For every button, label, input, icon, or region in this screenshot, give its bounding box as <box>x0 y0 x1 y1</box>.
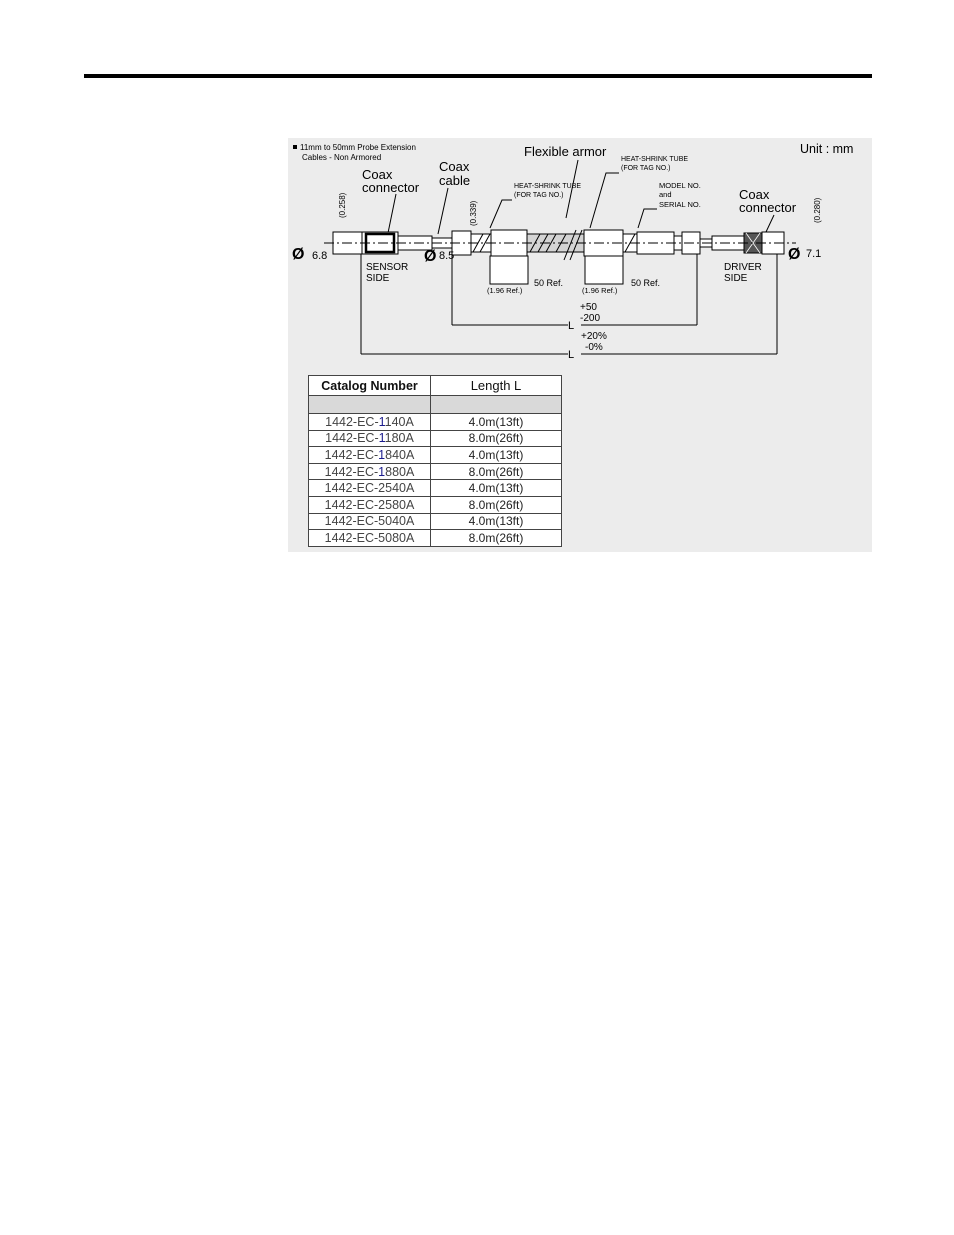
dimension-line-1 <box>451 254 698 326</box>
catalog-suffix: 140A <box>384 414 414 429</box>
catalog-prefix: 1442-EC- <box>324 530 379 545</box>
dia-symbol-1: Ø <box>292 246 304 263</box>
catalog-number-cell: 1442-EC-1140A <box>308 413 431 431</box>
sensor-side-l1: SENSOR <box>366 262 408 273</box>
dia-71: 7.1 <box>806 248 821 260</box>
cable-body <box>332 229 785 285</box>
catalog-suffix: 880A <box>385 464 415 479</box>
length-cell: 4.0m(13ft) <box>430 479 562 497</box>
catalog-highlight: 1 <box>378 447 386 462</box>
catalog-number-cell: 1442-EC-1880A <box>308 462 431 481</box>
heat-shrink-2-l1: HEAT-SHRINK TUBE <box>621 156 688 163</box>
coax-cable-l1: Coax <box>439 159 470 174</box>
model-serial-l3: SERIAL NO. <box>659 200 701 209</box>
catalog-highlight: 1 <box>378 464 386 479</box>
dia-68: 6.8 <box>312 250 327 262</box>
ref-50-b: 50 Ref. <box>631 278 660 288</box>
catalog-suffix: 5040A <box>378 514 415 529</box>
unit-label: Unit : mm <box>800 142 853 156</box>
catalog-prefix: 1442-EC- <box>325 414 379 429</box>
catalog-suffix: 2540A <box>378 481 415 496</box>
catalog-number-cell: 1442-EC-2580A <box>308 495 431 514</box>
length-cell: 4.0m(13ft) <box>430 413 562 431</box>
catalog-highlight: 1 <box>378 414 385 429</box>
catalog-prefix: 1442-EC- <box>325 431 379 446</box>
header-rule <box>84 74 872 78</box>
dimension-line-2 <box>360 254 778 355</box>
model-serial-l1: MODEL NO. <box>659 181 701 190</box>
tol1-L: L <box>568 320 574 332</box>
length-cell: 8.0m(26ft) <box>430 529 562 547</box>
length-cell: 4.0m(13ft) <box>430 446 562 464</box>
catalog-suffix: 5080A <box>378 530 415 545</box>
heat-shrink-1-l2: (FOR TAG NO.) <box>514 192 564 199</box>
catalog-number-cell: 1442-EC-5080A <box>308 529 431 547</box>
table-row-blank <box>308 395 562 414</box>
catalog-prefix: 1442-EC- <box>324 464 379 479</box>
coax-connector-right-l1: Coax <box>739 187 770 202</box>
tol1-minus: -200 <box>580 313 600 324</box>
ref-196-b: (1.96 Ref.) <box>582 286 618 295</box>
catalog-number-cell: 1442-EC-1180A <box>308 429 431 448</box>
driver-side-l1: DRIVER <box>724 262 762 273</box>
coax-connector-right-l2: connector <box>739 200 797 215</box>
length-cell: 4.0m(13ft) <box>430 512 562 531</box>
dim-0339: (0.339) <box>469 200 478 226</box>
length-cell: 8.0m(26ft) <box>430 429 562 448</box>
catalog-prefix: 1442-EC- <box>324 497 379 512</box>
tol2-plus: +20% <box>581 331 607 342</box>
note-bullet <box>293 145 297 149</box>
dia-symbol-2: Ø <box>424 248 436 265</box>
tol1-plus: +50 <box>580 302 597 313</box>
tol2-L: L <box>568 349 574 361</box>
catalog-number-cell: 1442-EC-5040A <box>308 512 431 531</box>
dim-0280: (0.280) <box>813 197 822 223</box>
length-cell: 8.0m(26ft) <box>430 462 562 481</box>
catalog-number-cell: 1442-EC-1840A <box>308 446 431 464</box>
table-header-row: Catalog Number Length L <box>308 375 562 396</box>
catalog-prefix: 1442-EC- <box>324 514 379 529</box>
catalog-prefix: 1442-EC- <box>324 447 379 462</box>
catalog-highlight: 1 <box>378 431 385 446</box>
header-length: Length L <box>430 375 562 396</box>
tol2-minus: -0% <box>585 342 603 353</box>
dim-0258: (0.258) <box>338 192 347 218</box>
dia-85: 8.5 <box>439 250 454 262</box>
catalog-suffix: 840A <box>385 447 415 462</box>
dia-symbol-3: Ø <box>788 246 800 263</box>
driver-side-l2: SIDE <box>724 273 748 284</box>
heat-shrink-2-l2: (FOR TAG NO.) <box>621 165 671 172</box>
sensor-side-l2: SIDE <box>366 273 390 284</box>
heat-shrink-1-l1: HEAT-SHRINK TUBE <box>514 183 581 190</box>
model-serial-l2: and <box>659 190 672 199</box>
coax-cable-l2: cable <box>439 173 470 188</box>
coax-connector-left-l1: Coax <box>362 167 393 182</box>
coax-connector-left-l2: connector <box>362 180 420 195</box>
note-line1: 11mm to 50mm Probe Extension <box>300 143 416 152</box>
catalog-suffix: 180A <box>384 431 414 446</box>
catalog-prefix: 1442-EC- <box>324 481 379 496</box>
ref-50-a: 50 Ref. <box>534 278 563 288</box>
note-line2: Cables - Non Armored <box>302 153 381 162</box>
ref-196-a: (1.96 Ref.) <box>487 286 523 295</box>
header-catalog-number: Catalog Number <box>308 375 431 396</box>
catalog-suffix: 2580A <box>378 497 415 512</box>
catalog-number-cell: 1442-EC-2540A <box>308 479 431 497</box>
flexible-armor-label: Flexible armor <box>524 144 607 159</box>
length-cell: 8.0m(26ft) <box>430 495 562 514</box>
